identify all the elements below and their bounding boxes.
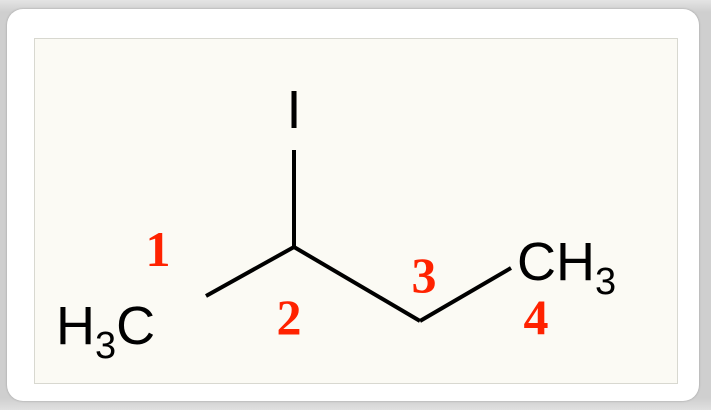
bond-c1-c2: [205, 245, 295, 298]
c1-carbon: C: [116, 296, 155, 356]
locant-2: 2: [277, 289, 302, 345]
c1-hydrogen: H: [56, 296, 95, 356]
bond-c2-c3: [292, 245, 422, 323]
c4-ch: CH: [517, 232, 595, 292]
structure-panel: [34, 38, 678, 384]
locant-1: 1: [146, 221, 171, 277]
iodine-atom-label: I: [286, 80, 301, 140]
locant-3: 3: [412, 247, 437, 303]
c1-subscript: 3: [95, 325, 116, 367]
locant-4: 4: [524, 289, 549, 345]
c4-group-label: CH3: [517, 232, 616, 303]
c1-group-label: H3C: [56, 296, 155, 367]
c4-subscript: 3: [595, 261, 616, 303]
bond-c3-c4: [418, 266, 513, 323]
